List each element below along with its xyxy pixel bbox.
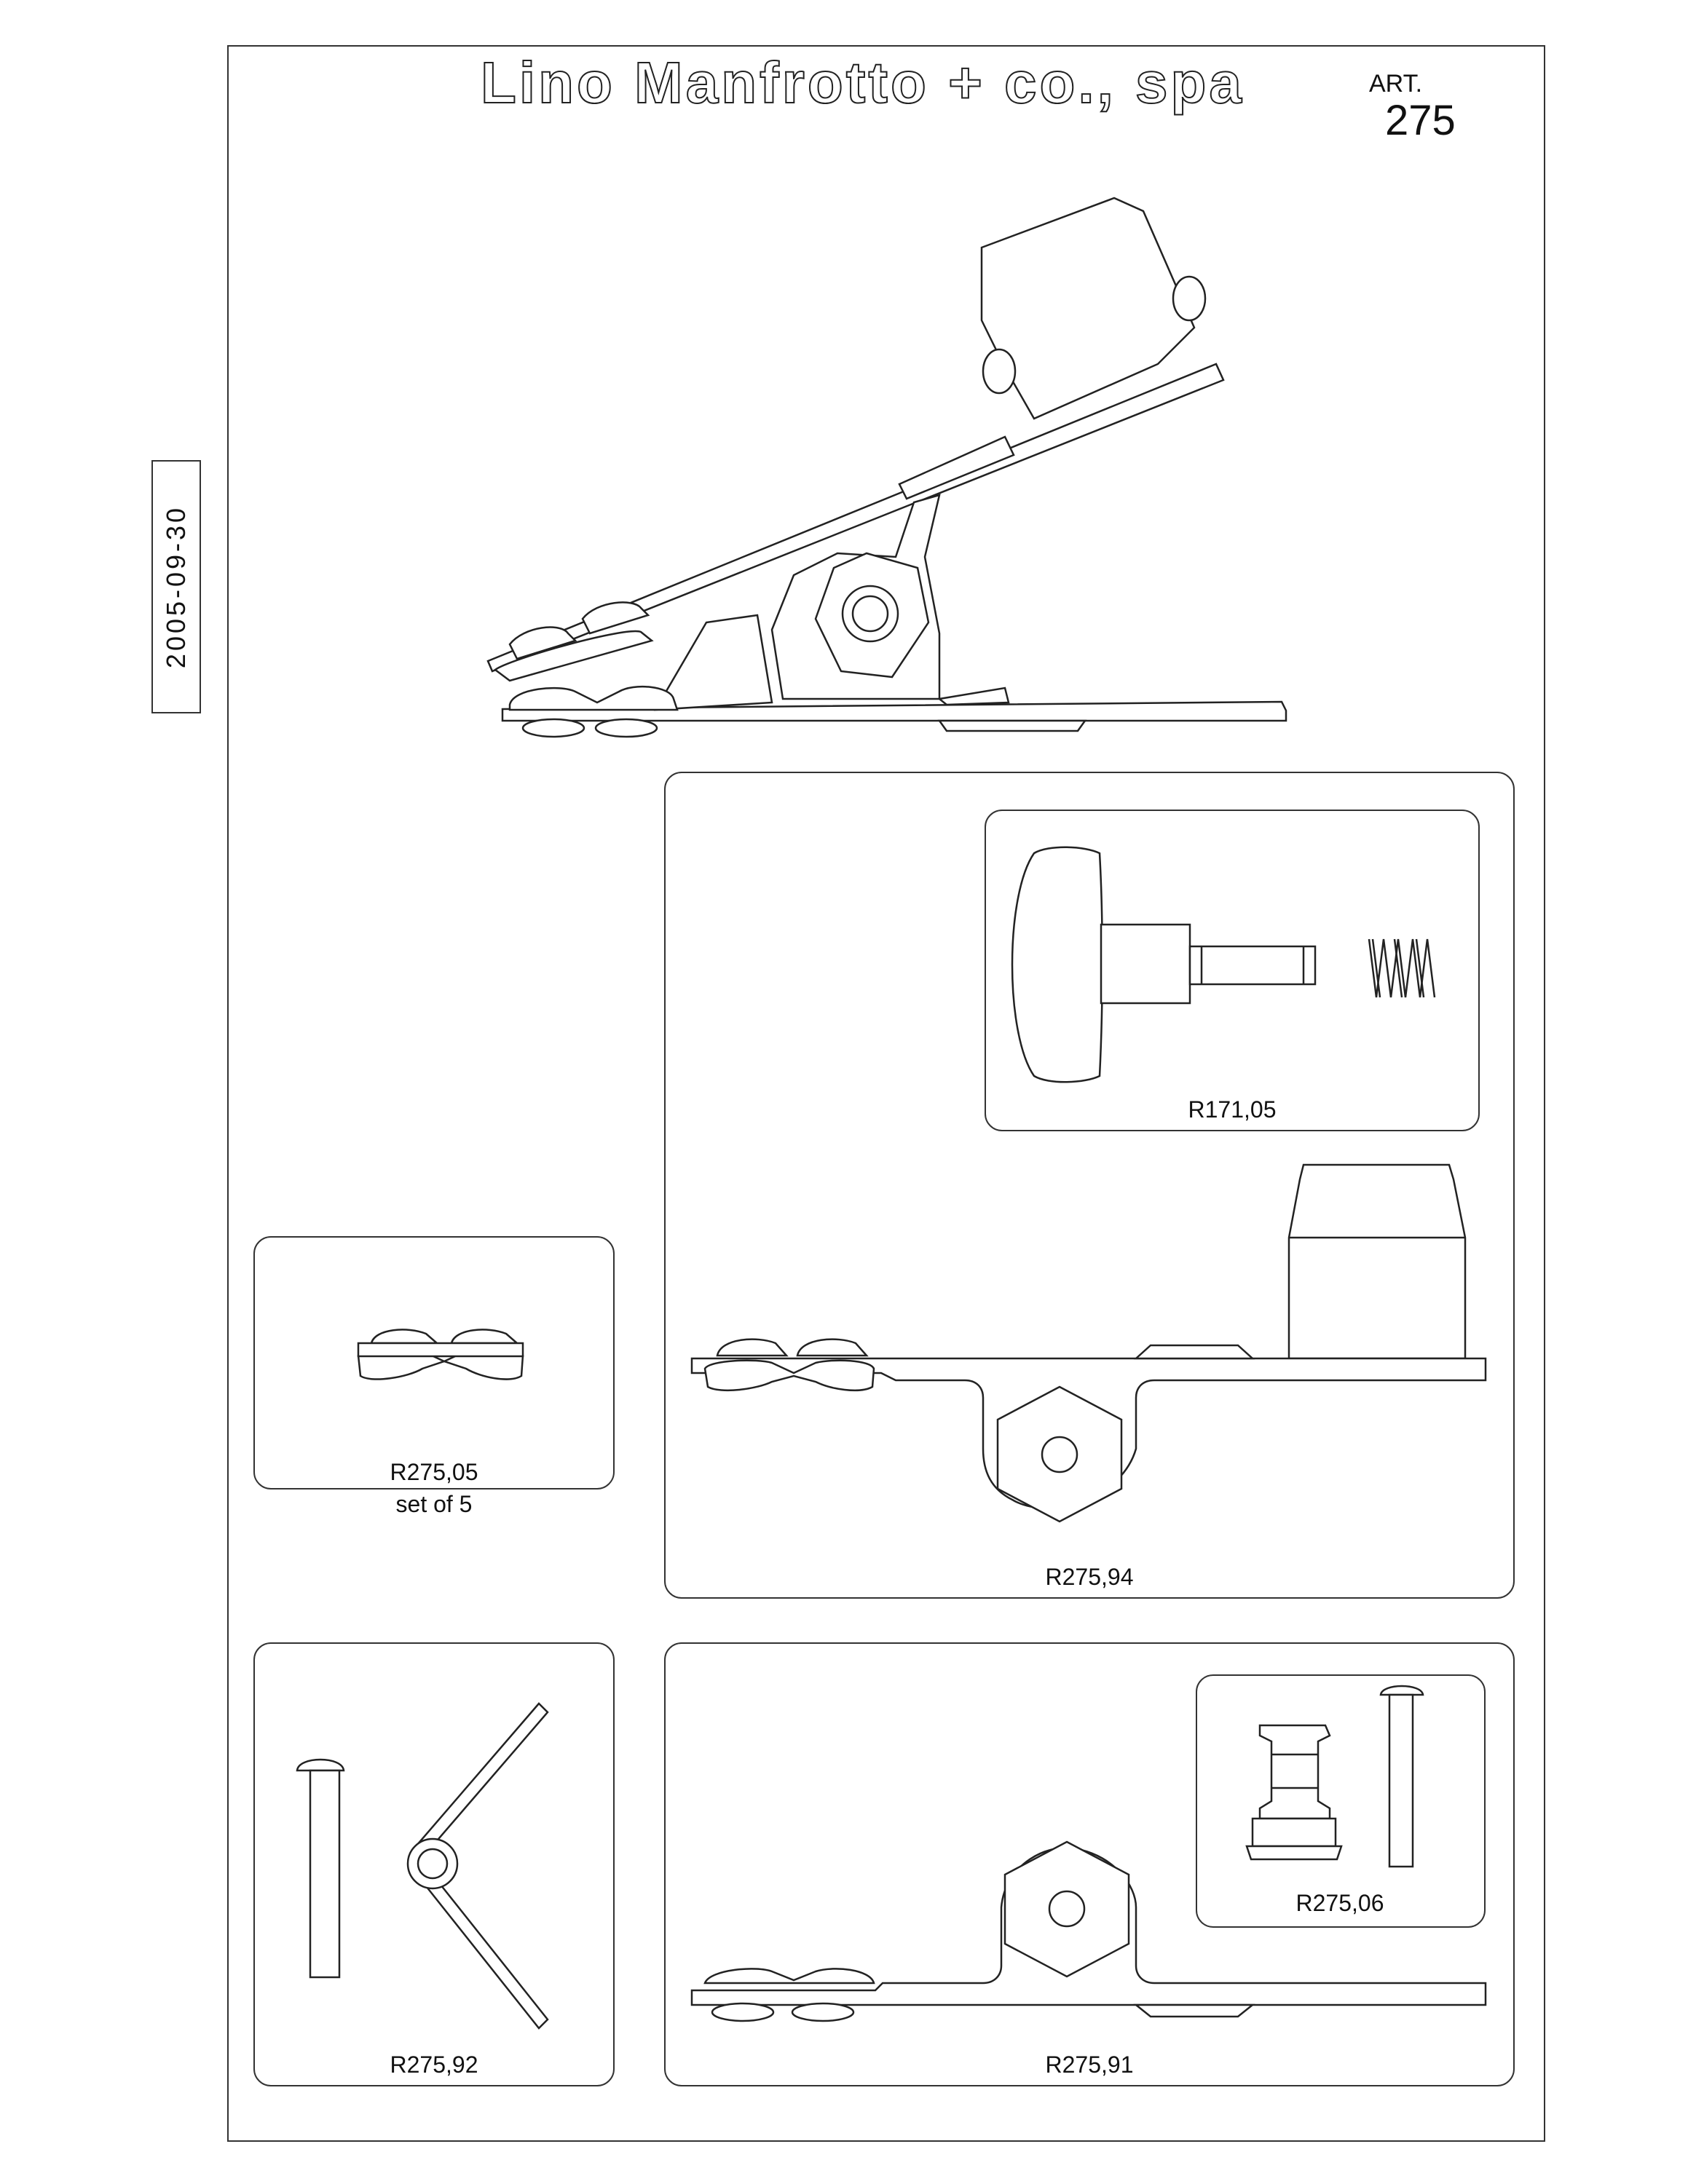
part-code-r275-05: R275,05: [390, 1459, 478, 1485]
panel-spring-pin: [253, 1642, 615, 2086]
spigot-drawing: [1245, 1685, 1424, 1868]
brand-logo-text: Lino Manfrotto + co., spa: [480, 50, 1245, 116]
panel-clamp-pad: [253, 1236, 615, 1489]
lower-jaw-drawing: [690, 1840, 1487, 2022]
spring-pin-drawing: [296, 1702, 549, 2030]
clamp-pad-drawing: [357, 1329, 524, 1380]
article-label: ART.: [1369, 70, 1423, 98]
panel-upper-jaw: [664, 772, 1515, 1599]
part-code-r275-92: R275,92: [390, 2052, 478, 2078]
panel-spigot: [1196, 1674, 1486, 1928]
part-code-r275-94: R275,94: [1045, 1564, 1134, 1590]
panel-knob-spring: [985, 810, 1480, 1131]
article-number: 275: [1385, 97, 1456, 144]
part-code-r171-05: R171,05: [1188, 1096, 1277, 1123]
part-code-r275-06: R275,06: [1295, 1890, 1384, 1916]
assembled-clamp-drawing: [486, 197, 1287, 738]
drawing-sheet-border: [227, 45, 1545, 2142]
upper-jaw-drawing: [690, 1163, 1487, 1523]
part-code-r275-91: R275,91: [1045, 2052, 1134, 2078]
knob-spring-drawing: [1011, 846, 1436, 1083]
date-box: [151, 460, 201, 713]
panel-lower-jaw: [664, 1642, 1515, 2086]
part-note-set-of-5: set of 5: [395, 1491, 473, 1517]
